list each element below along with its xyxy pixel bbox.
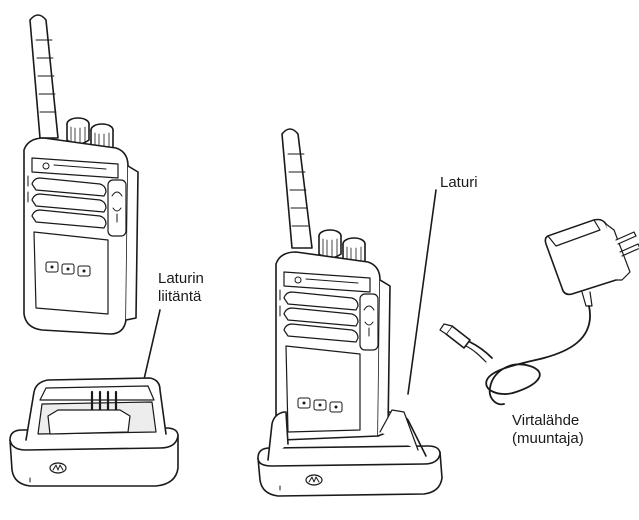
label-charger-connector: Laturin liitäntä [158, 270, 204, 306]
label-charger: Laturi [440, 174, 478, 191]
charger-center [257, 409, 443, 497]
label-charger-connector-line2: liitäntä [158, 288, 202, 305]
power-adapter [544, 218, 639, 307]
power-cable [465, 305, 591, 406]
leader-charger [407, 189, 437, 395]
label-power-supply: Virtalähde (muuntaja) [512, 412, 584, 448]
usb-plug [439, 323, 471, 349]
label-charger-connector-line1: Laturin [158, 270, 204, 287]
leader-charger-connector [141, 309, 161, 389]
label-power-supply-line1: Virtalähde [512, 412, 580, 429]
radio-center [275, 128, 391, 441]
radio-left [23, 14, 139, 335]
charger-left [9, 377, 179, 487]
label-power-supply-line2: (muuntaja) [512, 430, 584, 447]
